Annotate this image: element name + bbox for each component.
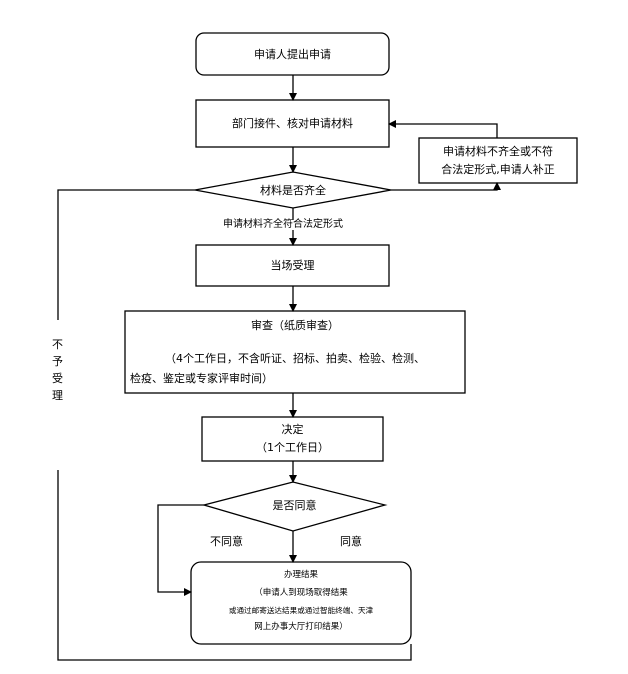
finish-box (190, 561, 412, 645)
reject-char-2: 予 (52, 355, 63, 369)
finish-line3: 网上办事大厅打印结果） (254, 621, 348, 632)
agree-edge-label: 同意 (340, 535, 362, 548)
disagree-edge-label: 不同意 (210, 535, 243, 548)
edge-disagree (157, 504, 204, 596)
supplement-label-line2: 合法定形式,申请人补正 (441, 163, 555, 176)
edge-supplement-receive (388, 120, 498, 138)
supplement-label-line1: 申请材料不齐全或不符 (443, 145, 553, 158)
finish-line1: （申请人到现场取得结果 (254, 587, 348, 598)
edge-reject (57, 189, 195, 320)
finish-title: 办理结果 (283, 570, 318, 580)
reject-edge-label: 不 予 受 理 (52, 334, 63, 407)
apply-label: 申请人提出申请 (254, 48, 331, 61)
reject-char-1: 不 (52, 338, 63, 351)
edge-check-supplement (391, 182, 501, 191)
finish-line2: 或通过邮寄送达结果或通过智能终端、天津 (228, 605, 374, 615)
reject-char-4: 理 (52, 389, 63, 403)
accept-label: 当场受理 (270, 259, 315, 272)
check-complete-label: 材料是否齐全 (260, 184, 326, 197)
decide-days: （1个工作日） (256, 441, 329, 454)
receive-label: 部门接件、核对申请材料 (232, 117, 353, 130)
review-detail-line1: （4个工作日，不含听证、招标、拍卖、检验、检测、 (165, 352, 425, 365)
reject-char-3: 受 (52, 372, 63, 386)
finish-text: 办理结果 （申请人到现场取得结果 或通过邮寄送达结果或通过智能终端、天津 网上办… (194, 567, 408, 636)
agree-diamond (201, 481, 388, 532)
review-detail-line2: 检疫、鉴定或专家评审时间） (130, 372, 273, 385)
decide-title: 决定 (281, 423, 304, 436)
agree-label: 是否同意 (272, 499, 317, 512)
edge-reject-lower (57, 470, 412, 661)
review-title: 审查（纸质审查） (251, 319, 339, 332)
complete-edge-label: 申请材料齐全符合法定形式 (222, 219, 344, 230)
